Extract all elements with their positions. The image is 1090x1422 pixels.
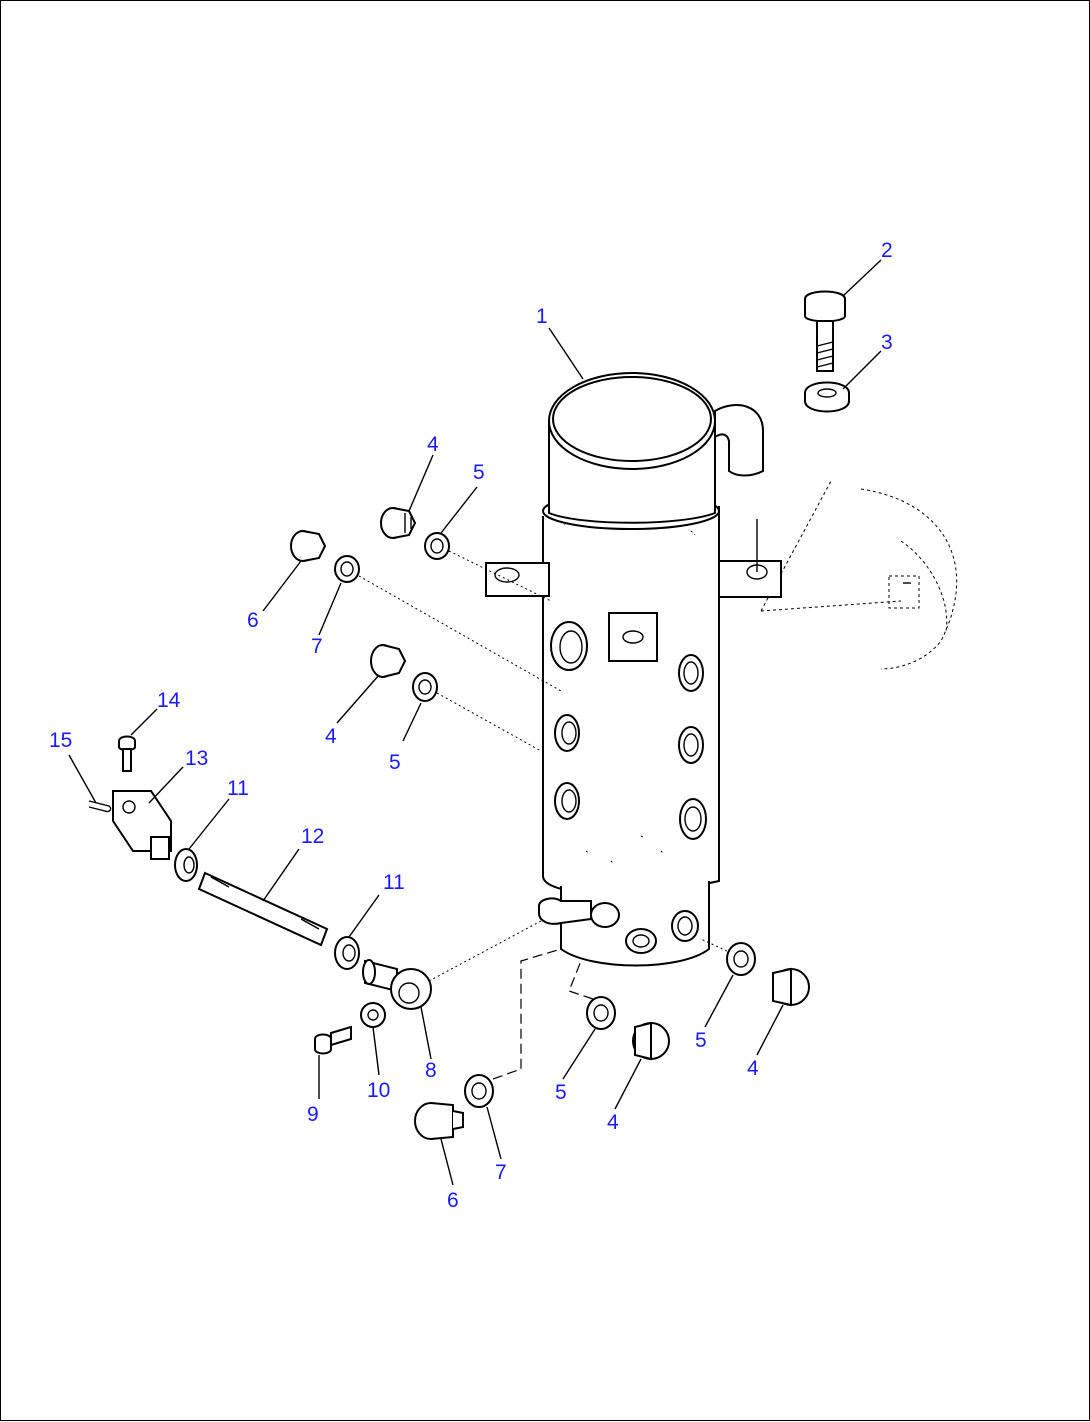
- nut-part-11b: [334, 936, 360, 970]
- callout-15: 15: [49, 729, 72, 752]
- callout-11: 11: [227, 777, 249, 800]
- callout-14: 14: [157, 689, 181, 712]
- dotted-line-8: [428, 920, 542, 982]
- dotted-line-7a: [358, 575, 562, 692]
- cotter-pin-part-15: [88, 800, 112, 813]
- callout-10: 10: [367, 1079, 390, 1102]
- nut-part-11a: [174, 848, 198, 882]
- callout-4: 4: [325, 725, 337, 748]
- plug-lower-4c: [632, 1021, 670, 1061]
- callout-labels: 1 2 3 4 5 6 7 4 5 14 15 13 11 12 11 8 9 …: [49, 239, 893, 1212]
- callout-6: 6: [247, 609, 259, 632]
- plug-upper-6a: [290, 530, 327, 562]
- ball-joint-part-8: [362, 959, 432, 1010]
- oring-lower-5d: [726, 942, 756, 976]
- mounting-frame-outline: [760, 480, 958, 670]
- callout-13: 13: [185, 747, 208, 770]
- callout-5: 5: [695, 1029, 707, 1052]
- plug-mid-4b: [370, 644, 407, 678]
- callout-4: 4: [427, 433, 439, 456]
- callout-8: 8: [425, 1059, 437, 1082]
- callout-4: 4: [607, 1111, 619, 1134]
- oring-upper-7a: [334, 555, 360, 583]
- oring-lower-7b: [464, 1074, 494, 1108]
- oring-lower-5c: [586, 996, 616, 1030]
- washer-part: [804, 381, 850, 413]
- washer-part-10: [360, 1002, 386, 1028]
- bolt-part: [804, 290, 846, 372]
- dashed-line-5c: [568, 960, 594, 1000]
- bolt-part-9: [314, 1025, 352, 1055]
- callout-12: 12: [301, 825, 324, 848]
- clevis-part-13: [112, 790, 172, 860]
- callout-5: 5: [473, 461, 485, 484]
- pin-part-14: [118, 735, 136, 772]
- leader-lines: [68, 259, 882, 1186]
- oring-upper-5a: [424, 532, 450, 560]
- dotted-line-5a: [448, 550, 552, 602]
- plug-lower-6b: [414, 1102, 464, 1140]
- dotted-line-5b: [436, 692, 542, 752]
- oring-mid-5b: [412, 672, 438, 702]
- callout-9: 9: [307, 1103, 319, 1126]
- callout-3: 3: [881, 331, 893, 354]
- dashed-line-7b: [492, 948, 562, 1080]
- callout-11: 11: [383, 871, 405, 894]
- callout-7: 7: [311, 635, 323, 658]
- callout-5: 5: [555, 1081, 567, 1104]
- callout-2: 2: [881, 239, 893, 262]
- rod-part-12: [197, 871, 329, 947]
- callout-6: 6: [447, 1189, 459, 1212]
- swivel-joint-body: [485, 372, 782, 967]
- plug-upper-4a: [380, 507, 417, 539]
- callout-4: 4: [747, 1057, 759, 1080]
- callout-7: 7: [495, 1161, 507, 1184]
- callout-1: 1: [536, 305, 548, 328]
- plug-lower-4d: [772, 967, 810, 1007]
- callout-5: 5: [389, 751, 401, 774]
